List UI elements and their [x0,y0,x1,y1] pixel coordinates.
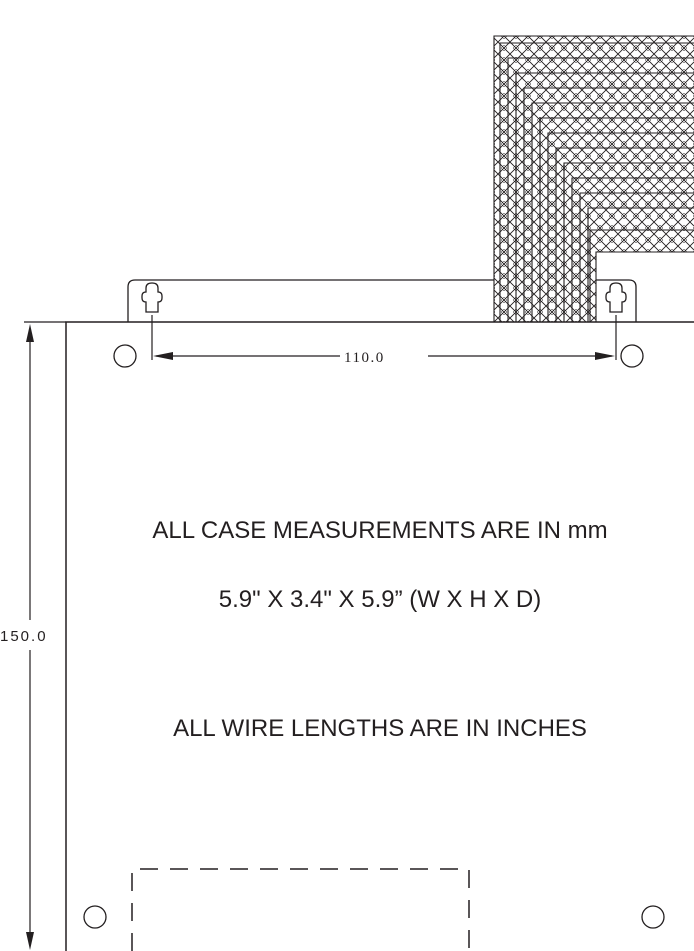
wire-units-note: ALL WIRE LENGTHS ARE IN INCHES [173,715,587,742]
units-note: ALL CASE MEASUREMENTS ARE IN mm [152,517,608,544]
mounting-hole-top-left [113,344,137,368]
mounting-hole-bottom-left [83,905,107,929]
keyhole-slot-left [141,282,163,313]
height-dimension-label: 150.0 [0,628,48,645]
mounting-flange [127,279,637,322]
bracket-spacing-label: 110.0 [344,350,385,366]
mounting-hole-top-right [620,344,644,368]
cross-hatched-heatsink [493,35,694,322]
bracket-spacing-dimension [151,315,617,360]
height-dimension [24,321,66,950]
keyhole-slot-right [605,282,627,313]
case-outline [65,321,694,951]
size-note: 5.9" X 3.4" X 5.9” (W X H X D) [218,586,542,613]
mounting-hole-bottom-right [641,905,665,929]
dashed-cutout [131,868,470,951]
